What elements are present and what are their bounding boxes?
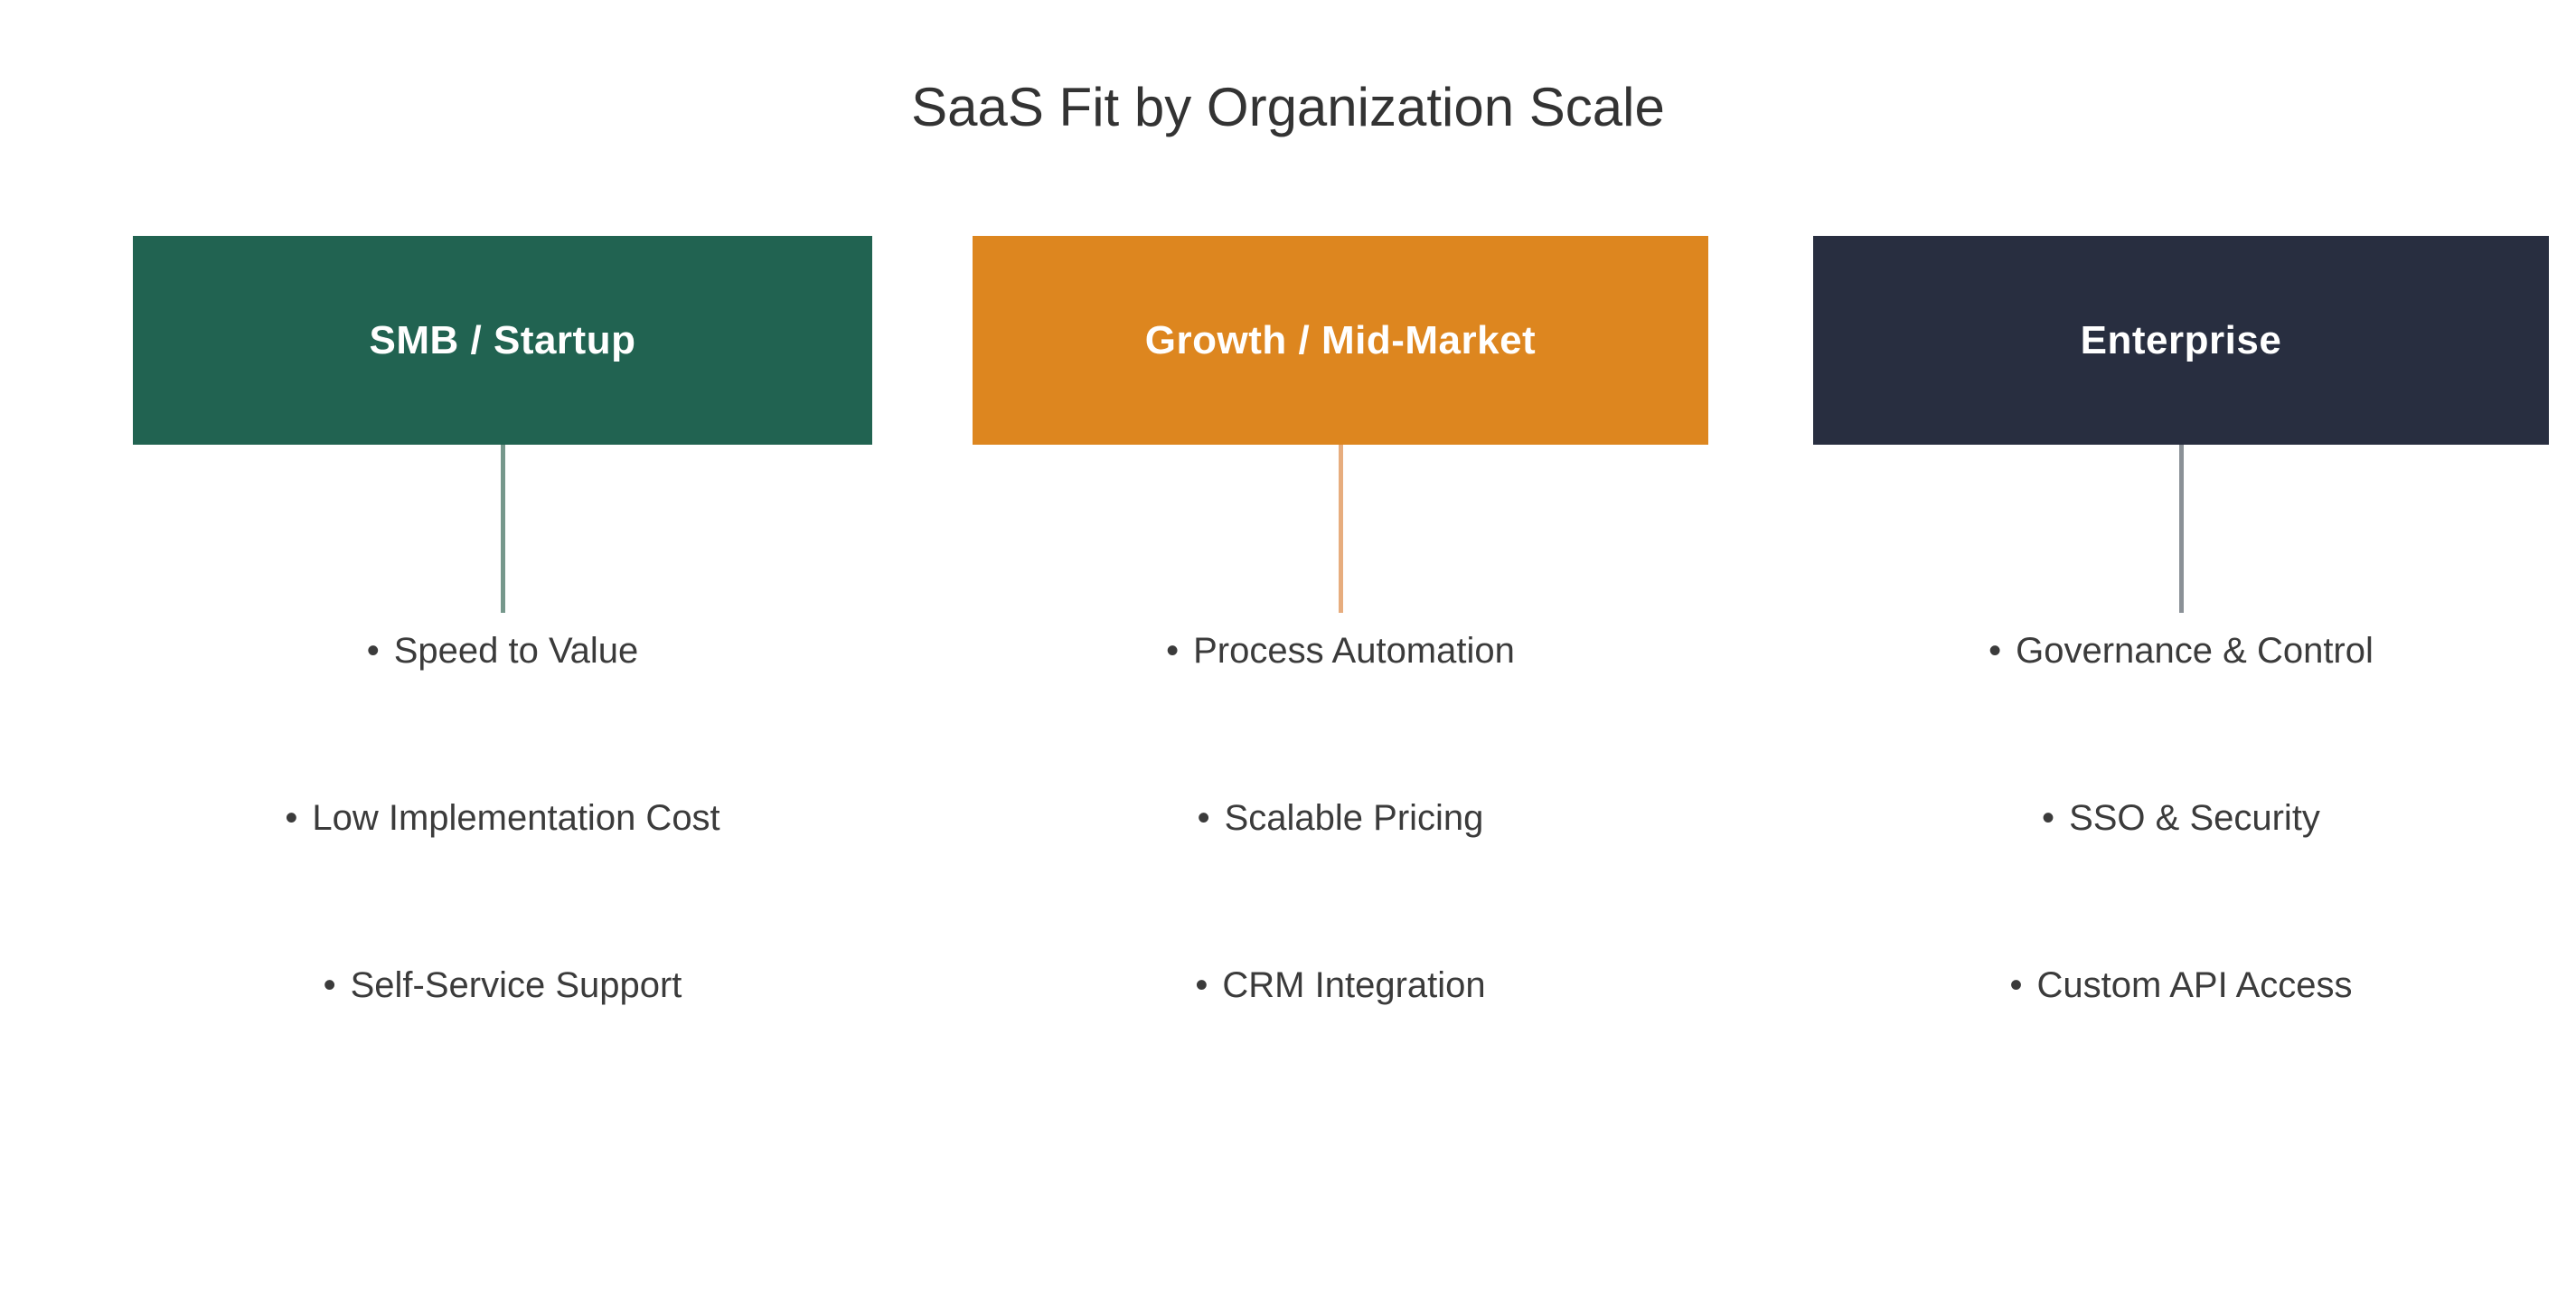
list-item: • Scalable Pricing (973, 795, 1708, 841)
bullet-icon: • (1195, 965, 1208, 1005)
bullet-icon: • (1166, 631, 1180, 671)
bullet-icon: • (366, 631, 380, 671)
list-item: • SSO & Security (1813, 795, 2549, 841)
header-box-smb-startup: SMB / Startup (133, 236, 872, 445)
bullet-icon: • (2009, 965, 2023, 1005)
list-item: • Speed to Value (133, 628, 872, 673)
diagram-title: SaaS Fit by Organization Scale (911, 77, 1665, 137)
item-label: Custom API Access (2036, 965, 2353, 1005)
column-enterprise: Enterprise • Governance & Control • SSO … (1813, 236, 2549, 1008)
header-box-enterprise: Enterprise (1813, 236, 2549, 445)
columns-row: SMB / Startup • Speed to Value • Low Imp… (133, 236, 2549, 1008)
column-smb-startup: SMB / Startup • Speed to Value • Low Imp… (133, 236, 872, 1008)
item-label: CRM Integration (1222, 965, 1486, 1005)
item-label: Governance & Control (2016, 631, 2374, 671)
item-list-enterprise: • Governance & Control • SSO & Security … (1813, 613, 2549, 1008)
bullet-icon: • (1988, 631, 2002, 671)
header-label-growth-mid-market: Growth / Mid-Market (1144, 317, 1537, 362)
item-label: Scalable Pricing (1224, 798, 1484, 838)
item-list-growth-mid-market: • Process Automation • Scalable Pricing … (973, 613, 1708, 1008)
header-box-growth-mid-market: Growth / Mid-Market (973, 236, 1708, 445)
item-label: Process Automation (1193, 631, 1515, 671)
header-label-smb-startup: SMB / Startup (369, 317, 636, 362)
connector-line-growth-mid-market (1338, 445, 1343, 613)
item-label: SSO & Security (2069, 798, 2320, 838)
list-item: • CRM Integration (973, 963, 1708, 1008)
bullet-icon: • (1197, 798, 1210, 838)
list-item: • Governance & Control (1813, 628, 2549, 673)
item-label: Self-Service Support (350, 965, 682, 1005)
bullet-icon: • (323, 965, 336, 1005)
list-item: • Process Automation (973, 628, 1708, 673)
bullet-icon: • (285, 798, 298, 838)
item-list-smb-startup: • Speed to Value • Low Implementation Co… (133, 613, 872, 1008)
bullet-icon: • (2042, 798, 2055, 838)
list-item: • Self-Service Support (133, 963, 872, 1008)
column-growth-mid-market: Growth / Mid-Market • Process Automation… (973, 236, 1708, 1008)
connector-line-smb-startup (500, 445, 505, 613)
list-item: • Custom API Access (1813, 963, 2549, 1008)
header-label-enterprise: Enterprise (2080, 317, 2282, 362)
list-item: • Low Implementation Cost (133, 795, 872, 841)
item-label: Low Implementation Cost (312, 798, 720, 838)
item-label: Speed to Value (393, 631, 639, 671)
connector-line-enterprise (2178, 445, 2184, 613)
